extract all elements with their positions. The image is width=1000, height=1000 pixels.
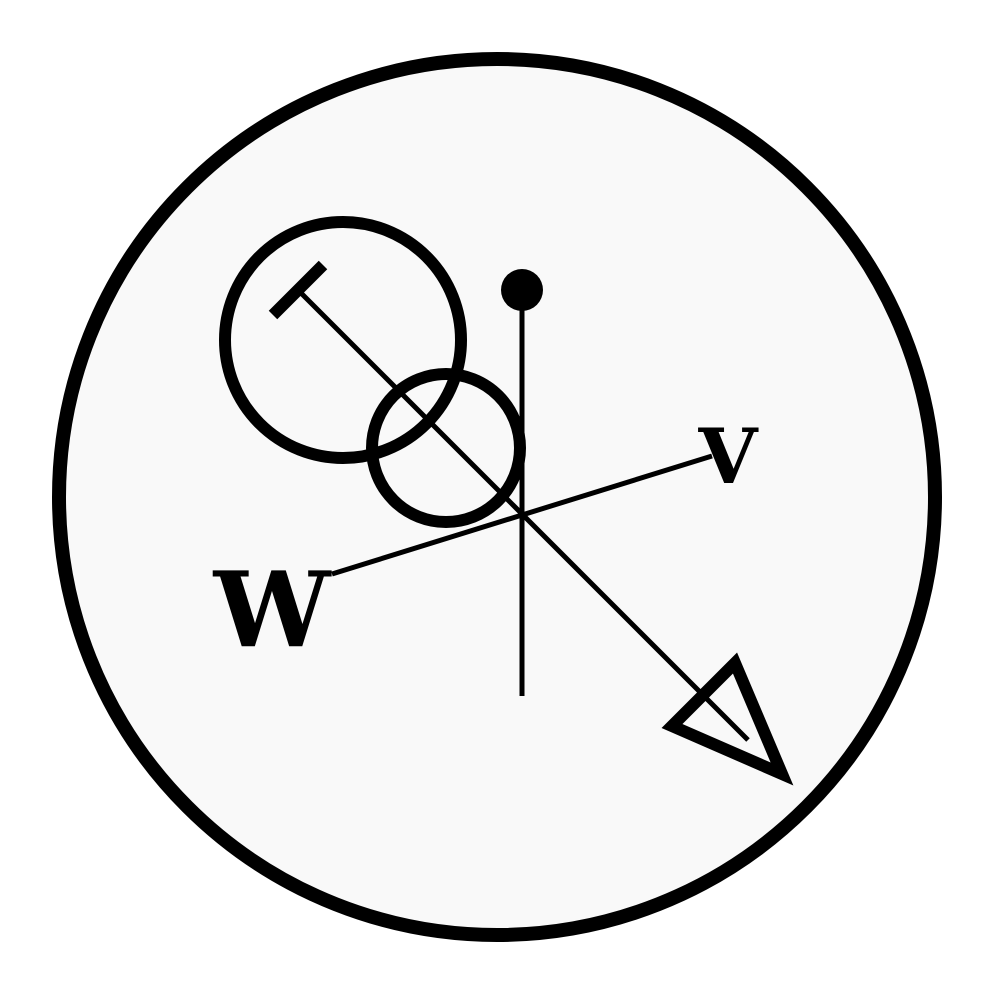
large-ring (219, 216, 467, 464)
pin-dot (501, 269, 543, 311)
label-w: W (213, 548, 333, 671)
arrow-tail-bar (268, 260, 328, 320)
diagonal-arrow-shaft (296, 288, 750, 742)
arrow-head-triangle (661, 652, 794, 786)
label-v: V (698, 412, 760, 501)
